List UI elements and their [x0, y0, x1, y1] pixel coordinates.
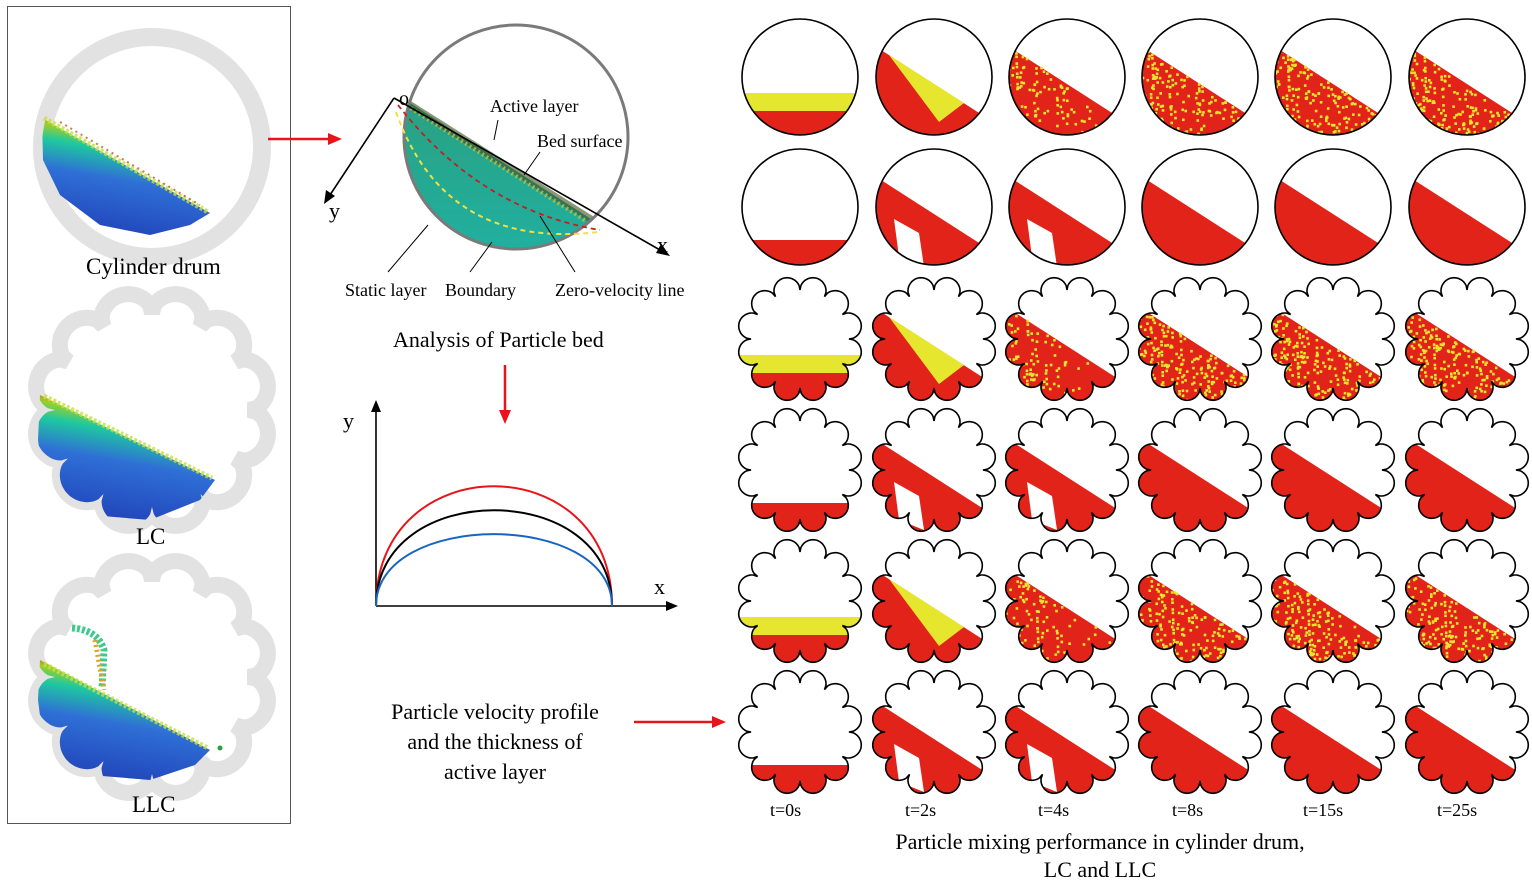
mixing-cell	[871, 276, 997, 402]
profile-y-axis-label: y	[343, 408, 354, 433]
bed-surface-label: Bed surface	[537, 131, 623, 151]
mixing-caption: Particle mixing performance in cylinder …	[895, 829, 1305, 882]
mixing-cell	[1408, 148, 1526, 266]
geometry-panel	[7, 6, 291, 824]
mixing-cell	[871, 669, 997, 795]
label-llc: LLC	[132, 792, 176, 817]
profile-curve-red	[375, 485, 613, 607]
time-label: t=0s	[770, 800, 802, 820]
origin-label: o	[399, 88, 409, 110]
profile-caption: Particle velocity profile and the thickn…	[391, 699, 599, 784]
mixing-cell	[1137, 407, 1263, 533]
mixing-cell	[1270, 669, 1396, 795]
mixing-cell	[1004, 407, 1130, 533]
active-layer-label: Active layer	[490, 96, 579, 116]
mixing-cell	[1137, 538, 1263, 664]
geometry-illustrations	[28, 28, 276, 801]
mixing-cell	[1141, 148, 1259, 266]
arrow-to-grid	[634, 716, 726, 728]
mixing-cell	[875, 148, 993, 266]
mixing-cell	[1008, 148, 1126, 266]
llc-figure	[28, 553, 276, 801]
mixing-cell	[1408, 18, 1526, 136]
lc-figure	[28, 286, 276, 534]
zero-velocity-label: Zero-velocity line	[555, 280, 685, 300]
mixing-cell	[737, 669, 863, 795]
mixing-cell	[1404, 669, 1530, 795]
static-layer-label: Static layer	[345, 280, 427, 300]
time-label: t=8s	[1172, 800, 1204, 820]
mixing-grid	[737, 18, 1530, 795]
analysis-y-axis-label: y	[329, 198, 340, 223]
mixing-cell	[1141, 18, 1259, 136]
mixing-cell	[737, 407, 863, 533]
mixing-cell	[1004, 276, 1130, 402]
label-lc: LC	[136, 524, 166, 549]
analysis-x-axis-label: x	[657, 232, 668, 257]
cylinder-drum-figure	[33, 28, 271, 266]
time-label: t=25s	[1437, 800, 1478, 820]
mixing-cell	[875, 18, 993, 136]
mixing-cell	[1270, 276, 1396, 402]
profile-curve-blue	[375, 533, 613, 607]
time-label: t=2s	[905, 800, 937, 820]
time-label: t=15s	[1303, 800, 1344, 820]
label-cylinder-drum: Cylinder drum	[86, 254, 221, 279]
mixing-cell	[1404, 276, 1530, 402]
mixing-cell	[1137, 276, 1263, 402]
mixing-cell	[1004, 669, 1130, 795]
velocity-profile-chart	[371, 365, 678, 611]
mixing-cell	[1270, 407, 1396, 533]
mixing-cell	[871, 538, 997, 664]
mixing-cell	[871, 407, 997, 533]
profile-curve-black	[375, 509, 613, 607]
analysis-caption: Analysis of Particle bed	[393, 327, 604, 352]
analysis-figure	[268, 23, 670, 273]
mixing-cell	[737, 538, 863, 664]
mixing-cell	[1404, 407, 1530, 533]
mixing-cell	[741, 18, 859, 136]
mixing-cell	[1137, 669, 1263, 795]
time-label: t=4s	[1038, 800, 1070, 820]
boundary-label: Boundary	[445, 280, 516, 300]
mixing-cell	[1274, 148, 1392, 266]
profile-x-axis-label: x	[654, 574, 665, 599]
mixing-cell	[1274, 18, 1392, 136]
mixing-cell	[741, 148, 859, 266]
mixing-cell	[737, 276, 863, 402]
mixing-cell	[1270, 538, 1396, 664]
